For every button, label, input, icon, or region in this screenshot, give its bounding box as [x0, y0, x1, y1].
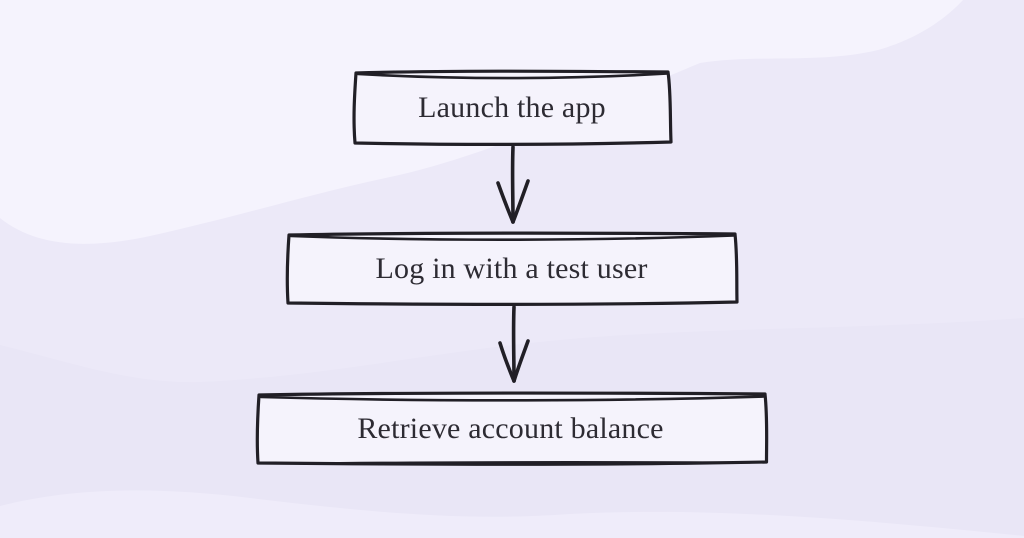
flow-node-login-test-user: [285, 231, 739, 306]
flow-node-label-retrieve-balance: Retrieve account balance: [357, 411, 664, 445]
flow-node-label-launch-app: Launch the app: [418, 90, 606, 124]
flow-nodes: [255, 69, 769, 466]
flow-node-label-login-test-user: Log in with a test user: [375, 251, 648, 285]
arrow-login-to-retrieve: [498, 305, 530, 383]
arrow-launch-to-login: [496, 145, 530, 224]
background-wave-bottom: [0, 490, 1024, 538]
flow-node-retrieve-balance: [255, 391, 769, 466]
flow-node-launch-app: [352, 69, 673, 146]
flow-arrows: [496, 145, 530, 383]
